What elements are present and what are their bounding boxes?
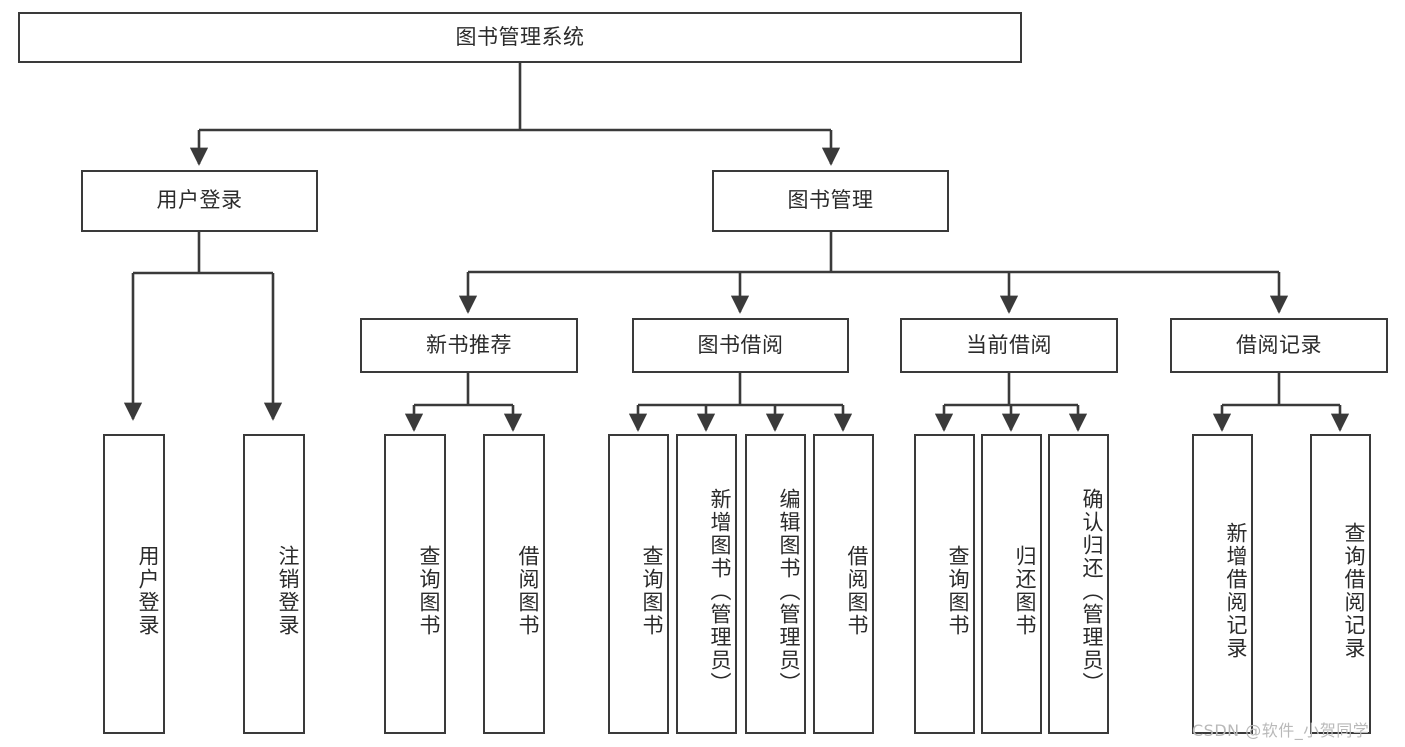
node-new-book-rec-label: 新书推荐 bbox=[426, 332, 512, 357]
node-leaf-query-book-3-label: 查询图书 bbox=[946, 545, 970, 637]
node-leaf-query-book-1-label: 查询图书 bbox=[417, 545, 441, 637]
node-leaf-add-book[interactable]: 新增图书（管理员） bbox=[676, 434, 737, 734]
node-leaf-add-record[interactable]: 新增借阅记录 bbox=[1192, 434, 1253, 734]
node-book-borrow-label: 图书借阅 bbox=[697, 332, 784, 357]
node-user-login-label: 用户登录 bbox=[156, 188, 243, 213]
node-leaf-query-record-label: 查询借阅记录 bbox=[1342, 522, 1366, 660]
node-leaf-return-book-label: 归还图书 bbox=[1013, 545, 1037, 637]
node-leaf-add-record-label: 新增借阅记录 bbox=[1224, 522, 1248, 660]
node-leaf-query-book-1[interactable]: 查询图书 bbox=[384, 434, 446, 734]
node-leaf-query-book-2[interactable]: 查询图书 bbox=[608, 434, 669, 734]
node-current-borrow-label: 当前借阅 bbox=[966, 332, 1052, 357]
node-current-borrow[interactable]: 当前借阅 bbox=[900, 318, 1118, 373]
node-leaf-edit-book-label: 编辑图书（管理员） bbox=[777, 487, 801, 695]
node-new-book-rec[interactable]: 新书推荐 bbox=[360, 318, 578, 373]
node-leaf-edit-book[interactable]: 编辑图书（管理员） bbox=[745, 434, 806, 734]
node-leaf-return-book[interactable]: 归还图书 bbox=[981, 434, 1042, 734]
node-root[interactable]: 图书管理系统 bbox=[18, 12, 1022, 63]
node-leaf-query-record[interactable]: 查询借阅记录 bbox=[1310, 434, 1371, 734]
node-leaf-logout[interactable]: 注销登录 bbox=[243, 434, 305, 734]
node-leaf-borrow-book-1[interactable]: 借阅图书 bbox=[483, 434, 545, 734]
node-book-manage-label: 图书管理 bbox=[787, 188, 874, 213]
node-user-login[interactable]: 用户登录 bbox=[81, 170, 318, 232]
node-leaf-confirm-return[interactable]: 确认归还（管理员） bbox=[1048, 434, 1109, 734]
node-borrow-record[interactable]: 借阅记录 bbox=[1170, 318, 1388, 373]
node-leaf-add-book-label: 新增图书（管理员） bbox=[708, 487, 732, 695]
node-leaf-borrow-book-1-label: 借阅图书 bbox=[516, 545, 540, 637]
node-leaf-logout-label: 注销登录 bbox=[276, 545, 300, 637]
node-leaf-borrow-book-2-label: 借阅图书 bbox=[845, 545, 869, 637]
node-leaf-user-login-label: 用户登录 bbox=[136, 545, 160, 637]
node-book-manage[interactable]: 图书管理 bbox=[712, 170, 949, 232]
node-leaf-confirm-return-label: 确认归还（管理员） bbox=[1080, 487, 1104, 695]
csdn-watermark: CSDN @软件_小贺同学 bbox=[1192, 721, 1370, 740]
node-leaf-query-book-2-label: 查询图书 bbox=[640, 545, 664, 637]
node-leaf-borrow-book-2[interactable]: 借阅图书 bbox=[813, 434, 874, 734]
node-leaf-user-login[interactable]: 用户登录 bbox=[103, 434, 165, 734]
node-root-label: 图书管理系统 bbox=[455, 24, 585, 49]
node-borrow-record-label: 借阅记录 bbox=[1236, 332, 1322, 357]
node-book-borrow[interactable]: 图书借阅 bbox=[632, 318, 849, 373]
node-leaf-query-book-3[interactable]: 查询图书 bbox=[914, 434, 975, 734]
